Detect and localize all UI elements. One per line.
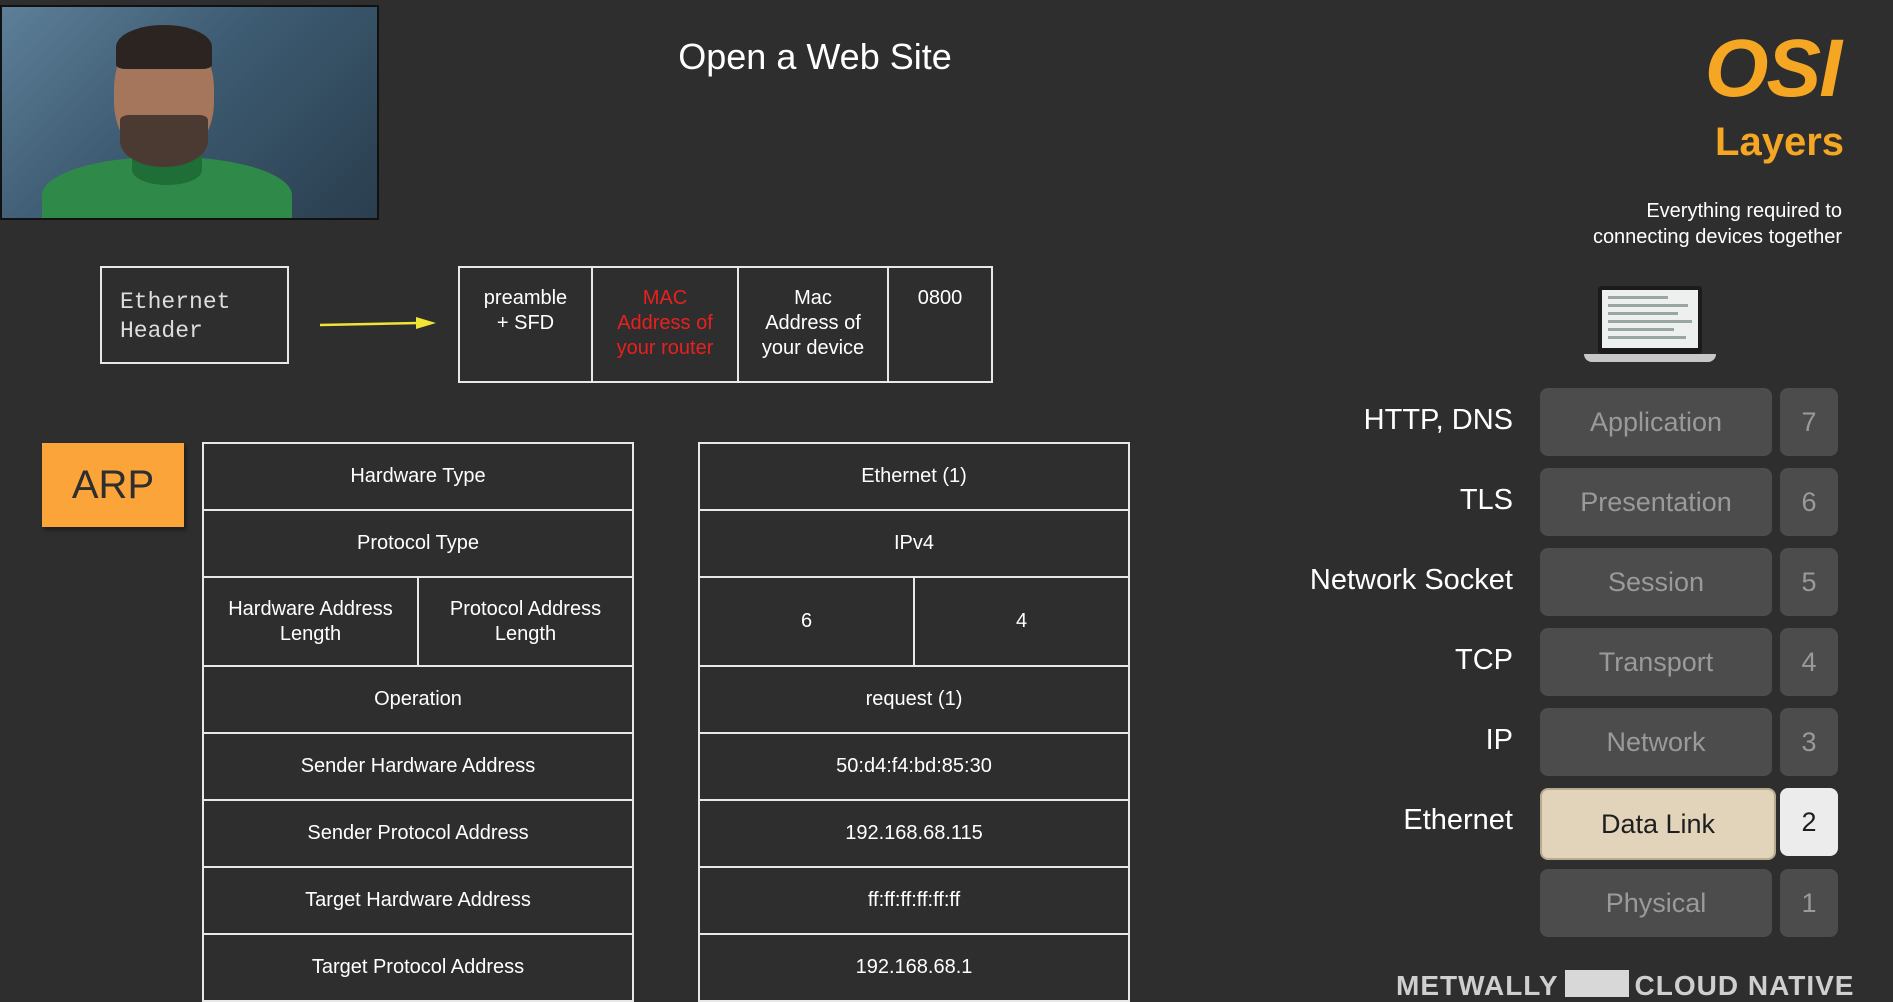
arp-value-table: Ethernet (1) IPv4 6 4 request (1) 50:d4:… xyxy=(698,442,1130,1002)
osi-layer-physical[interactable]: Physical xyxy=(1540,869,1772,937)
frame-field-preamble: preamble+ SFD xyxy=(460,268,593,381)
osi-layer-application[interactable]: Application xyxy=(1540,388,1772,456)
arp-label: ARP xyxy=(42,443,184,527)
channel-footer: METWALLY CLOUD NATIVE xyxy=(1396,970,1893,997)
osi-layer-network[interactable]: Network xyxy=(1540,708,1772,776)
value-operation: request (1) xyxy=(698,665,1130,734)
osi-layer-number-3[interactable]: 3 xyxy=(1780,708,1838,776)
protocol-label-data-link: Ethernet xyxy=(1403,804,1513,836)
value-hardware-type: Ethernet (1) xyxy=(698,442,1130,511)
value-target-protocol-address: 192.168.68.1 xyxy=(698,933,1130,1002)
value-sender-protocol-address: 192.168.68.115 xyxy=(698,799,1130,868)
osi-layer-number-1[interactable]: 1 xyxy=(1780,869,1838,937)
field-hardware-address-length: Hardware Address Length xyxy=(202,576,419,667)
field-operation: Operation xyxy=(202,665,634,734)
osi-layer-data-link[interactable]: Data Link xyxy=(1540,788,1776,860)
protocol-label-session: Network Socket xyxy=(1309,564,1513,596)
osi-layer-presentation[interactable]: Presentation xyxy=(1540,468,1772,536)
footer-brand-right: CLOUD NATIVE xyxy=(1634,970,1855,997)
osi-layer-number-5[interactable]: 5 xyxy=(1780,548,1838,616)
protocol-label-network: IP xyxy=(1485,724,1513,756)
field-protocol-address-length: Protocol Address Length xyxy=(417,576,634,667)
ethernet-header-label: Ethernet Header xyxy=(100,266,289,364)
protocol-label-application: HTTP, DNS xyxy=(1363,404,1513,436)
value-protocol-type: IPv4 xyxy=(698,509,1130,578)
field-target-hardware-address: Target Hardware Address xyxy=(202,866,634,935)
value-hardware-address-length: 6 xyxy=(698,576,915,667)
field-protocol-type: Protocol Type xyxy=(202,509,634,578)
frame-field-ethertype: 0800 xyxy=(917,287,963,309)
value-target-hardware-address: ff:ff:ff:ff:ff:ff xyxy=(698,866,1130,935)
presenter-video xyxy=(0,5,379,220)
cloud-logo-icon xyxy=(1564,970,1629,997)
osi-logo-title: OSI xyxy=(1704,23,1842,114)
arp-field-table: Hardware Type Protocol Type Hardware Add… xyxy=(202,442,634,1002)
field-sender-protocol-address: Sender Protocol Address xyxy=(202,799,634,868)
ethernet-header-label-line2: Header xyxy=(120,318,203,344)
arrow-right-icon xyxy=(319,317,436,329)
value-sender-hardware-address: 50:d4:f4:bd:85:30 xyxy=(698,732,1130,801)
value-protocol-address-length: 4 xyxy=(913,576,1130,667)
protocol-label-transport: TCP xyxy=(1455,644,1513,676)
osi-layer-number-2[interactable]: 2 xyxy=(1780,788,1838,856)
osi-layer-number-7[interactable]: 7 xyxy=(1780,388,1838,456)
laptop-icon xyxy=(1584,286,1716,372)
field-hardware-type: Hardware Type xyxy=(202,442,634,511)
osi-layer-session[interactable]: Session xyxy=(1540,548,1772,616)
osi-layer-number-6[interactable]: 6 xyxy=(1780,468,1838,536)
footer-brand-left: METWALLY xyxy=(1396,970,1559,997)
field-sender-hardware-address: Sender Hardware Address xyxy=(202,732,634,801)
ethernet-header-label-line1: Ethernet xyxy=(120,289,231,315)
osi-layer-transport[interactable]: Transport xyxy=(1540,628,1772,696)
osi-tagline: Everything required to connecting device… xyxy=(1592,200,1842,248)
slide-title: Open a Web Site xyxy=(678,36,952,77)
protocol-label-presentation: TLS xyxy=(1459,484,1513,516)
osi-layer-number-4[interactable]: 4 xyxy=(1780,628,1838,696)
osi-logo-subtitle: Layers xyxy=(1715,120,1844,164)
field-target-protocol-address: Target Protocol Address xyxy=(202,933,634,1002)
